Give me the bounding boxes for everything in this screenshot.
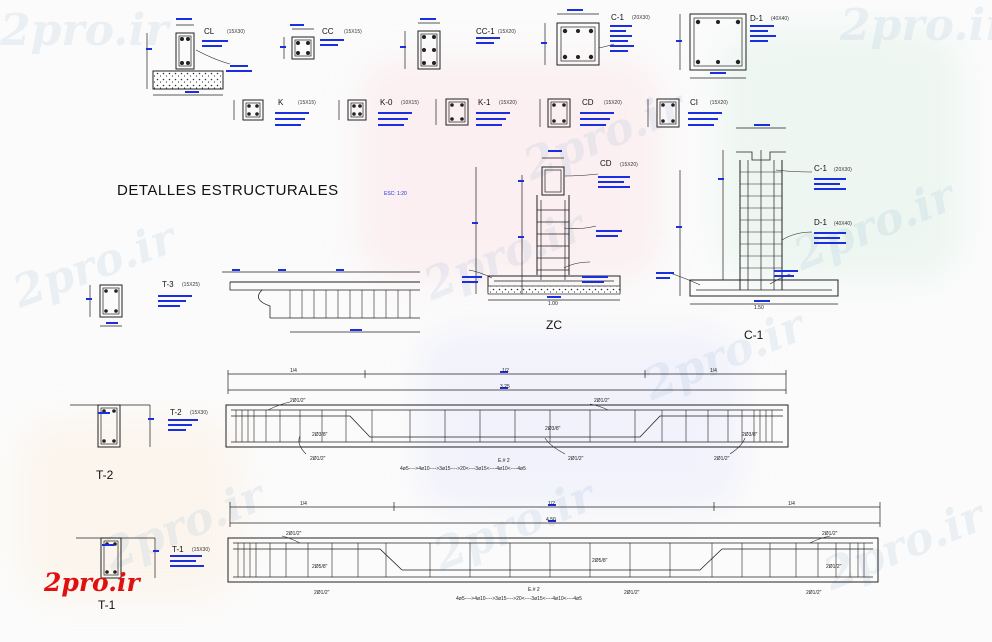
t1-spacing: E.# 2: [528, 587, 540, 593]
annotation-bars: [86, 9, 846, 567]
t1-bar-note: 2Ø5/8": [312, 564, 328, 570]
t2-bar-note: 2Ø1/2": [714, 456, 730, 462]
leader-lines: [195, 43, 831, 544]
c1-tag-a: C-1: [814, 164, 827, 173]
t1-stirrups: 4ø5---->4ø10---->3ø15---->20<----3ø15<--…: [456, 596, 582, 602]
section-cc1: [404, 22, 441, 70]
section-k: [233, 99, 264, 121]
tag-cc1: CC-1: [476, 27, 495, 36]
size-cl: (15X30): [227, 29, 245, 35]
tag-d1: D-1: [750, 14, 763, 23]
t2-seg-1: 1/4: [290, 368, 297, 374]
t1-seg-2: 1/2: [548, 501, 555, 507]
t1-bar-note: 2Ø1/2": [286, 531, 302, 537]
section-t3: [89, 284, 123, 327]
c1-width: 1.50: [754, 305, 764, 311]
size-t2: (15X30): [190, 410, 208, 416]
t1-beam-elevation: [227, 502, 881, 583]
zc-column-size: (15X20): [620, 162, 638, 168]
tag-cl: CL: [204, 27, 215, 36]
t1-bar-note: 2Ø5/8": [592, 558, 608, 564]
section-k1: [435, 98, 469, 126]
t2-stirrups: 4ø5---->4ø10---->3ø15---->20<----3ø15<--…: [400, 466, 526, 472]
t2-label: T-2: [96, 468, 114, 482]
tag-t1: T-1: [172, 545, 184, 554]
zc-width: 1.00: [548, 301, 558, 307]
c1-size-a: (20X30): [834, 167, 852, 173]
t2-beam-elevation: [225, 370, 789, 448]
tag-c1: C-1: [611, 13, 624, 22]
tag-cc: CC: [322, 27, 334, 36]
c1-footing-detail: [679, 127, 839, 305]
section-ci: [647, 98, 680, 128]
t1-length: 4.50: [546, 517, 556, 523]
t2-bar-note: 2Ø1/2": [290, 398, 306, 404]
section-c1: [544, 13, 600, 66]
zc-column-tag: CD: [600, 159, 612, 168]
section-cd: [539, 98, 571, 128]
t2-bar-note: 2Ø3/8": [742, 432, 758, 438]
section-t2: [70, 404, 151, 448]
size-t3: (15X25): [182, 282, 200, 288]
tag-t2: T-2: [170, 408, 182, 417]
scale-note: ESC: 1:20: [384, 191, 407, 197]
size-k1: (15X20): [499, 100, 517, 106]
zc-footing-detail: [475, 157, 621, 301]
section-k0: [338, 99, 367, 121]
size-c1: (20X30): [632, 15, 650, 21]
t2-length: 3.25: [500, 384, 510, 390]
tag-k: K: [278, 98, 284, 107]
t1-label: T-1: [98, 598, 116, 612]
zc-title: ZC: [546, 318, 562, 332]
c1-tag-b: D-1: [814, 218, 827, 227]
tag-ci: CI: [690, 98, 698, 107]
tag-k0: K-0: [380, 98, 393, 107]
c1-size-b: (40X40): [834, 221, 852, 227]
t2-seg-3: 1/4: [710, 368, 717, 374]
t1-bar-note: 2Ø1/2": [826, 564, 842, 570]
t2-seg-2: 1/2: [502, 368, 509, 374]
tag-k1: K-1: [478, 98, 491, 107]
site-logo: 2pro.ir: [44, 568, 140, 597]
t2-bar-note: 2Ø1/2": [310, 456, 326, 462]
t1-bar-note: 2Ø1/2": [624, 590, 640, 596]
t2-bar-note: 2Ø3/8": [545, 426, 561, 432]
section-cl: [146, 24, 224, 96]
c1-title: C-1: [744, 328, 764, 342]
t1-seg-3: 1/4: [788, 501, 795, 507]
size-k: (15X15): [298, 100, 316, 106]
t2-bar-note: 2Ø1/2": [594, 398, 610, 404]
page-title: DETALLES ESTRUCTURALES: [117, 182, 339, 199]
watermark: 2pro.ir: [840, 0, 992, 51]
t1-bar-note: 2Ø1/2": [806, 590, 822, 596]
size-cd: (15X20): [604, 100, 622, 106]
size-t1: (15X30): [192, 547, 210, 553]
tag-cd: CD: [582, 98, 594, 107]
section-cc: [283, 28, 315, 60]
size-k0: (10X15): [401, 100, 419, 106]
size-ci: (15X20): [710, 100, 728, 106]
size-cc1: (15X20): [498, 29, 516, 35]
section-d1: [679, 13, 747, 79]
t1-bar-note: 2Ø1/2": [822, 531, 838, 537]
t2-bar-note: 2Ø1/2": [568, 456, 584, 462]
tag-t3: T-3: [162, 280, 174, 289]
size-d1: (40X40): [771, 16, 789, 22]
size-cc: (15X15): [344, 29, 362, 35]
t1-bar-note: 2Ø1/2": [314, 590, 330, 596]
t1-seg-1: 1/4: [300, 501, 307, 507]
t3-elevation: [222, 271, 420, 333]
watermark: 2pro.ir: [0, 5, 169, 56]
t2-bar-note: 2Ø3/8": [312, 432, 328, 438]
t2-spacing: E.# 2: [498, 458, 510, 464]
